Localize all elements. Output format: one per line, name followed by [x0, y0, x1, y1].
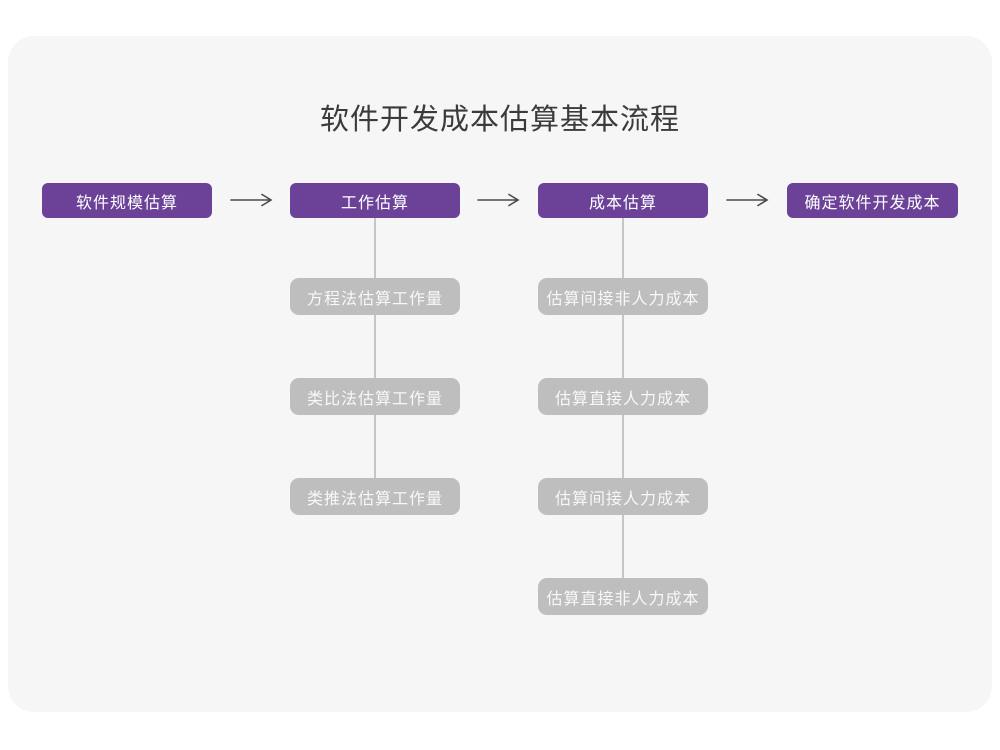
arrow-right-icon: [477, 193, 520, 207]
arrow-right-icon: [726, 193, 769, 207]
stage-box-determine-development-cost: 确定软件开发成本: [787, 183, 958, 218]
substep-indirect-labor-cost: 估算间接人力成本: [538, 478, 708, 515]
substep-direct-non-labor-cost: 估算直接非人力成本: [538, 578, 708, 615]
stage-box-software-scale-estimation: 软件规模估算: [42, 183, 212, 218]
connector-line-work: [374, 218, 376, 480]
substep-equation-method-effort: 方程法估算工作量: [290, 278, 460, 315]
stage-box-cost-estimation: 成本估算: [538, 183, 708, 218]
stage-box-work-estimation: 工作估算: [290, 183, 460, 218]
substep-direct-labor-cost: 估算直接人力成本: [538, 378, 708, 415]
substep-analogy-method-effort: 类比法估算工作量: [290, 378, 460, 415]
diagram-panel: [8, 36, 992, 712]
substep-extrapolation-method-effort: 类推法估算工作量: [290, 478, 460, 515]
diagram-title: 软件开发成本估算基本流程: [319, 104, 680, 136]
arrow-right-icon: [230, 193, 273, 207]
substep-indirect-non-labor-cost: 估算间接非人力成本: [538, 278, 708, 315]
